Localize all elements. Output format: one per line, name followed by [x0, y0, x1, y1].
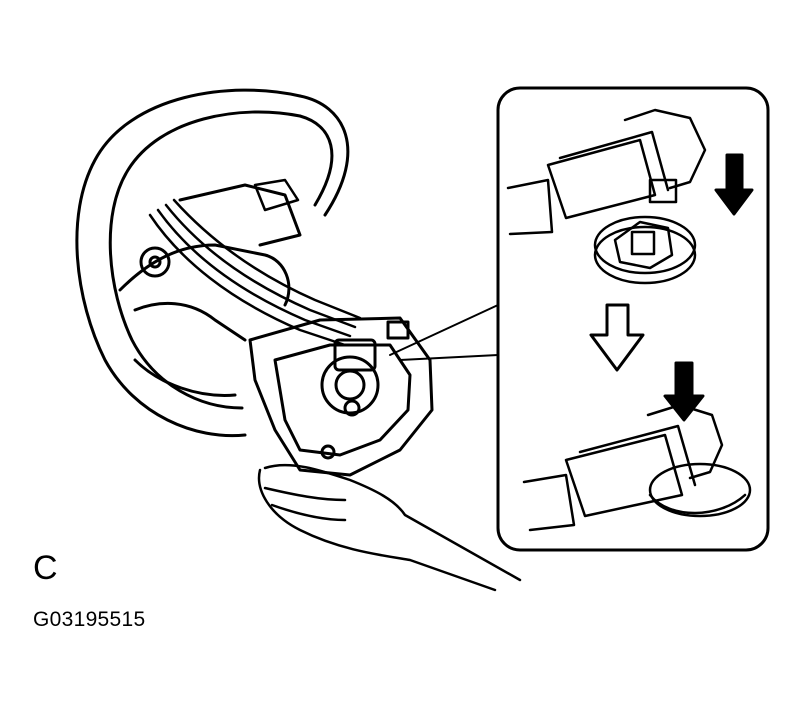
- connector-before-icon: [506, 108, 707, 236]
- steering-wheel-rim: [75, 88, 350, 438]
- arrow-down-solid-icon: [663, 361, 705, 422]
- arrow-down-outline-icon: [589, 303, 645, 372]
- callout-leader: [389, 304, 499, 361]
- hand-icon: [257, 463, 522, 592]
- arrow-down-solid-icon: [714, 153, 754, 216]
- detail-inset-box: [496, 86, 770, 552]
- connector-after-icon: [522, 403, 752, 532]
- view-label: C: [33, 549, 58, 587]
- wire-harness: [148, 178, 362, 347]
- steering-wheel-hub: [118, 183, 302, 397]
- figure-code: G03195515: [33, 608, 146, 631]
- airbag-assembly: [248, 316, 434, 477]
- receptacle-clip-icon: [593, 215, 697, 285]
